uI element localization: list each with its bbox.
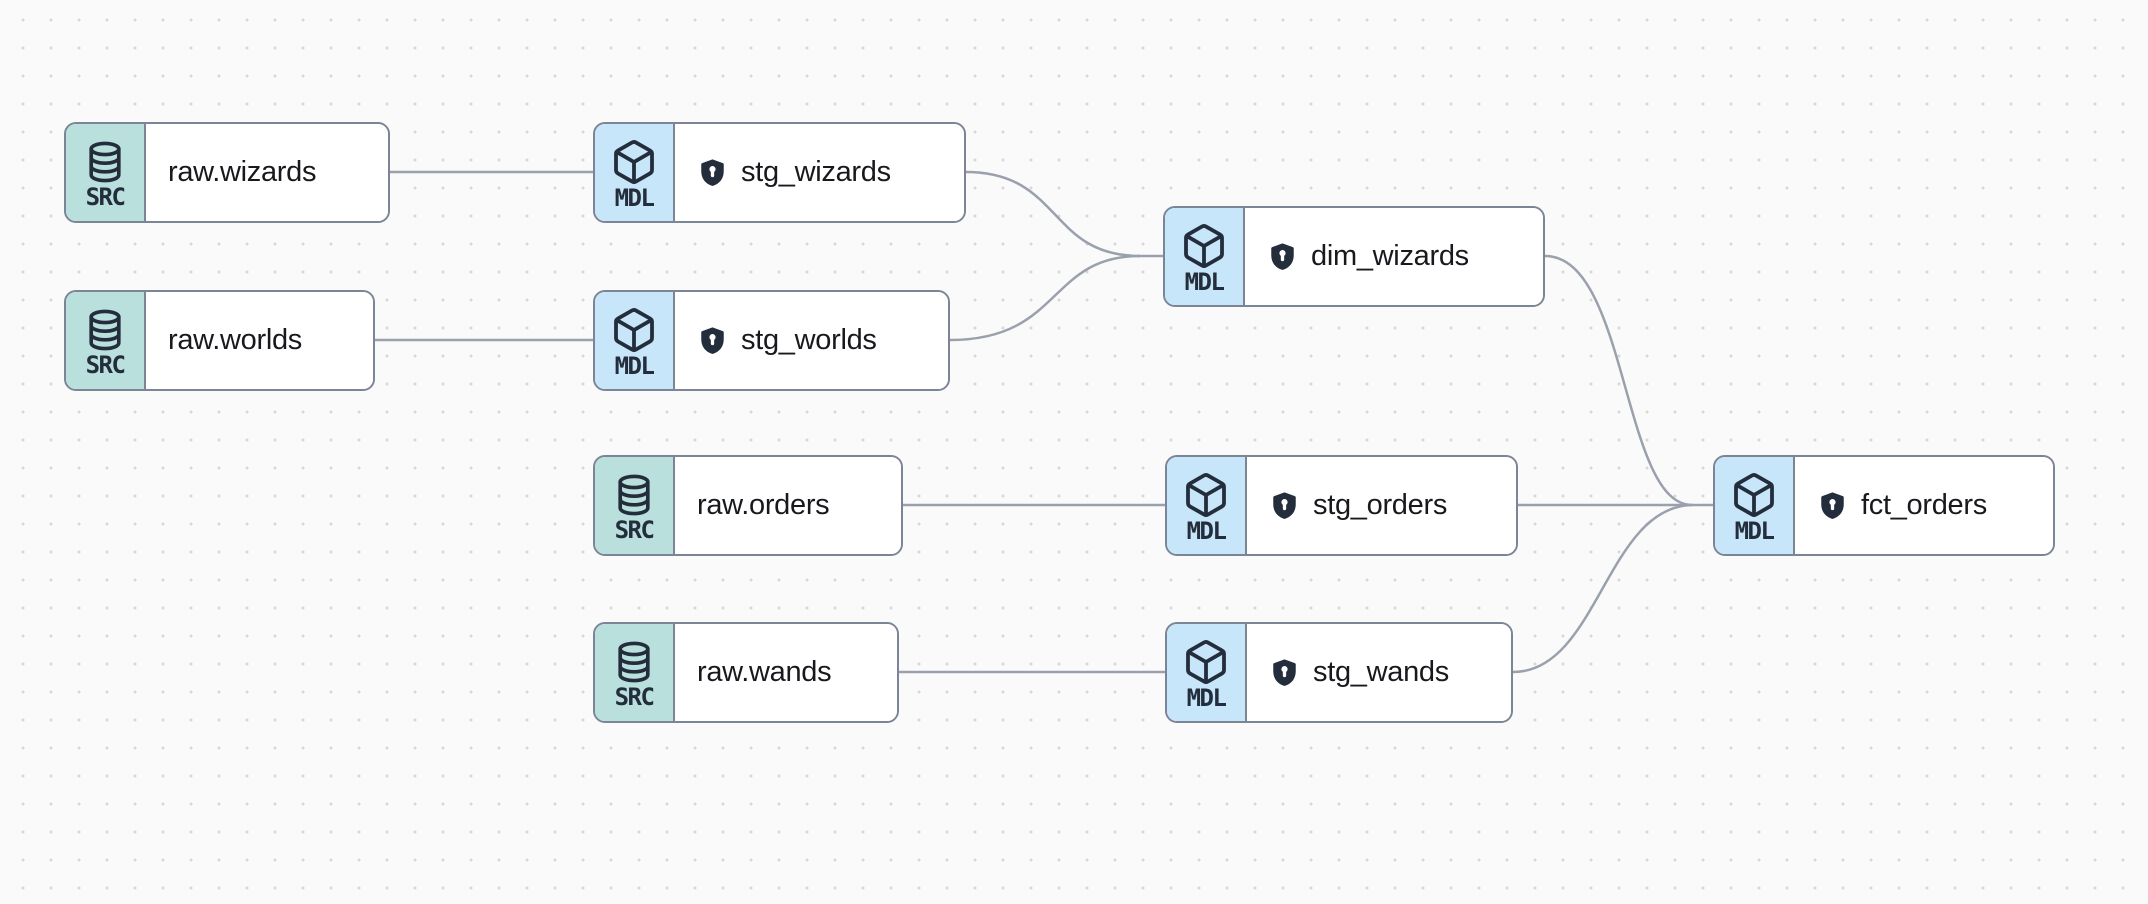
database-icon bbox=[611, 639, 657, 685]
node-raw-worlds[interactable]: SRC raw.worlds bbox=[64, 290, 375, 391]
node-stg-wands[interactable]: MDL stg_wands bbox=[1165, 622, 1513, 723]
node-label: stg_wizards bbox=[741, 156, 891, 188]
edge-stg-worlds-to-dim-wizards bbox=[949, 254, 1141, 342]
badge-label: SRC bbox=[85, 350, 126, 379]
model-badge: MDL bbox=[595, 124, 675, 221]
node-stg-orders[interactable]: MDL stg_orders bbox=[1165, 455, 1518, 556]
node-label: stg_worlds bbox=[741, 324, 877, 356]
node-label: fct_orders bbox=[1861, 489, 1987, 521]
cube-icon bbox=[1180, 222, 1228, 270]
node-body: stg_orders bbox=[1247, 457, 1516, 554]
model-badge: MDL bbox=[595, 292, 675, 389]
node-body: stg_worlds bbox=[675, 292, 948, 389]
node-body: stg_wizards bbox=[675, 124, 964, 221]
model-badge: MDL bbox=[1715, 457, 1795, 554]
node-raw-wizards[interactable]: SRC raw.wizards bbox=[64, 122, 390, 223]
node-label: raw.wizards bbox=[168, 156, 317, 188]
node-dim-wizards[interactable]: MDL dim_wizards bbox=[1163, 206, 1545, 307]
node-fct-orders[interactable]: MDL fct_orders bbox=[1713, 455, 2055, 556]
node-label: raw.orders bbox=[697, 489, 830, 521]
database-icon bbox=[82, 307, 128, 353]
node-label: stg_orders bbox=[1313, 489, 1448, 521]
node-label: raw.worlds bbox=[168, 324, 302, 356]
node-label: dim_wizards bbox=[1311, 240, 1469, 272]
shield-lock-icon bbox=[1267, 241, 1298, 272]
cube-icon bbox=[610, 306, 658, 354]
badge-label: MDL bbox=[1734, 516, 1775, 545]
edge-stg-wands-to-fct-orders bbox=[1512, 503, 1693, 674]
node-stg-worlds[interactable]: MDL stg_worlds bbox=[593, 290, 950, 391]
model-badge: MDL bbox=[1165, 208, 1245, 305]
node-body: raw.wizards bbox=[146, 124, 388, 221]
source-badge: SRC bbox=[595, 624, 675, 721]
badge-label: MDL bbox=[1186, 683, 1227, 712]
edge-dim-wizards-to-fct-orders bbox=[1544, 254, 1693, 507]
source-badge: SRC bbox=[66, 124, 146, 221]
edge-stg-wizards-to-dim-wizards bbox=[965, 170, 1141, 258]
node-raw-orders[interactable]: SRC raw.orders bbox=[593, 455, 903, 556]
badge-label: MDL bbox=[614, 351, 655, 380]
node-raw-wands[interactable]: SRC raw.wands bbox=[593, 622, 899, 723]
cube-icon bbox=[1182, 471, 1230, 519]
node-body: fct_orders bbox=[1795, 457, 2053, 554]
cube-icon bbox=[1182, 638, 1230, 686]
shield-lock-icon bbox=[697, 325, 728, 356]
cube-icon bbox=[1730, 471, 1778, 519]
model-badge: MDL bbox=[1167, 457, 1247, 554]
node-stg-wizards[interactable]: MDL stg_wizards bbox=[593, 122, 966, 223]
badge-label: SRC bbox=[614, 515, 655, 544]
node-body: stg_wands bbox=[1247, 624, 1511, 721]
node-label: raw.wands bbox=[697, 656, 832, 688]
node-body: raw.worlds bbox=[146, 292, 373, 389]
source-badge: SRC bbox=[595, 457, 675, 554]
shield-lock-icon bbox=[1817, 490, 1848, 521]
node-body: raw.orders bbox=[675, 457, 901, 554]
node-body: dim_wizards bbox=[1245, 208, 1543, 305]
shield-lock-icon bbox=[697, 157, 728, 188]
model-badge: MDL bbox=[1167, 624, 1247, 721]
database-icon bbox=[611, 472, 657, 518]
shield-lock-icon bbox=[1269, 490, 1300, 521]
shield-lock-icon bbox=[1269, 657, 1300, 688]
badge-label: MDL bbox=[1184, 267, 1225, 296]
database-icon bbox=[82, 139, 128, 185]
node-body: raw.wands bbox=[675, 624, 897, 721]
badge-label: SRC bbox=[85, 182, 126, 211]
badge-label: SRC bbox=[614, 682, 655, 711]
badge-label: MDL bbox=[1186, 516, 1227, 545]
node-label: stg_wands bbox=[1313, 656, 1449, 688]
source-badge: SRC bbox=[66, 292, 146, 389]
cube-icon bbox=[610, 138, 658, 186]
badge-label: MDL bbox=[614, 183, 655, 212]
